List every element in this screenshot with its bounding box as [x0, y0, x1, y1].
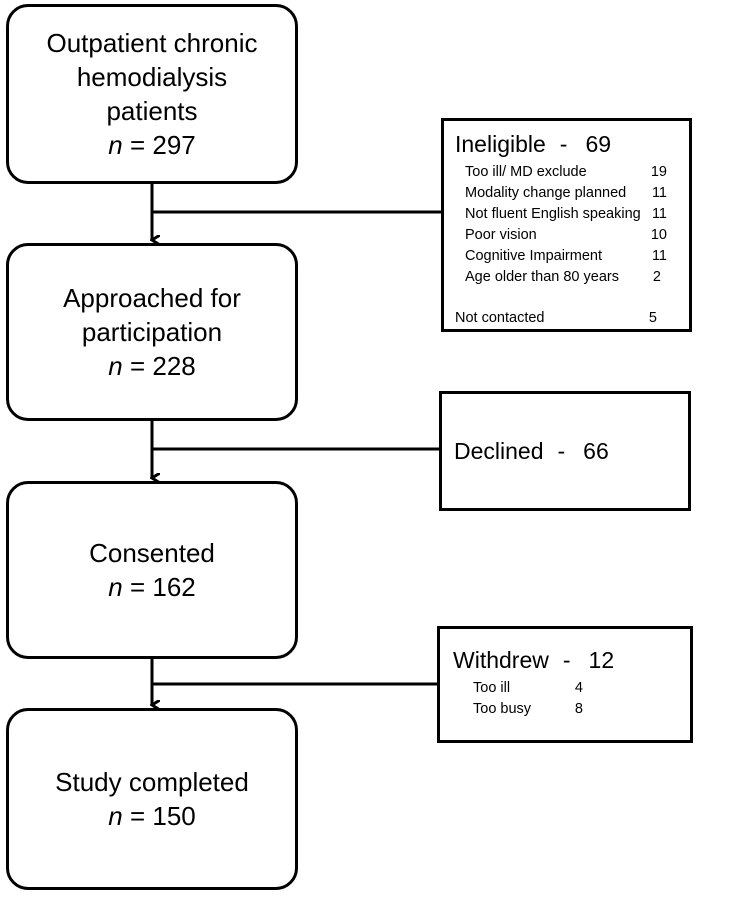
stage-outpatient: Outpatient chronic hemodialysis patients… — [6, 4, 298, 184]
stage-4-line-1: Study completed — [55, 767, 249, 797]
stage-2-count: n = 228 — [108, 351, 196, 381]
stage-approached: Approached for participation n = 228 — [6, 243, 298, 421]
ineligible-header: Ineligible - 69 — [455, 131, 675, 158]
stage-completed: Study completed n = 150 — [6, 708, 298, 890]
withdrew-header: Withdrew - 12 — [453, 647, 676, 674]
declined-title: Declined — [454, 437, 544, 464]
declined-count: 66 — [583, 437, 609, 464]
ineligible-title: Ineligible — [455, 131, 546, 157]
stage-1-line-1: Outpatient chronic — [46, 28, 258, 58]
withdrew-count: 12 — [588, 647, 615, 673]
withdrew-title: Withdrew — [453, 647, 549, 673]
stage-4-count: n = 150 — [108, 801, 196, 831]
stage-1-line-2: hemodialysis — [76, 62, 228, 92]
stage-3-count: n = 162 — [108, 572, 196, 602]
stage-2-line-1: Approached for — [63, 283, 241, 313]
not-contacted-value: 5 — [648, 310, 657, 326]
ineligible-dash: - — [559, 131, 568, 157]
stage-1-count: n = 297 — [108, 130, 196, 160]
not-contacted-row: Not contacted 5 — [455, 308, 675, 329]
declined-dash: - — [557, 437, 566, 464]
declined-box: Declined - 66 — [439, 391, 691, 511]
stage-1-line-3: patients — [106, 96, 198, 126]
not-contacted-label: Not contacted — [455, 310, 545, 326]
stage-consented: Consented n = 162 — [6, 481, 298, 659]
withdrew-dash: - — [562, 647, 571, 673]
stage-3-line-1: Consented — [89, 538, 215, 568]
ineligible-count: 69 — [585, 131, 612, 157]
declined-header: Declined - 66 — [454, 438, 609, 465]
stage-2-line-2: participation — [81, 317, 223, 347]
